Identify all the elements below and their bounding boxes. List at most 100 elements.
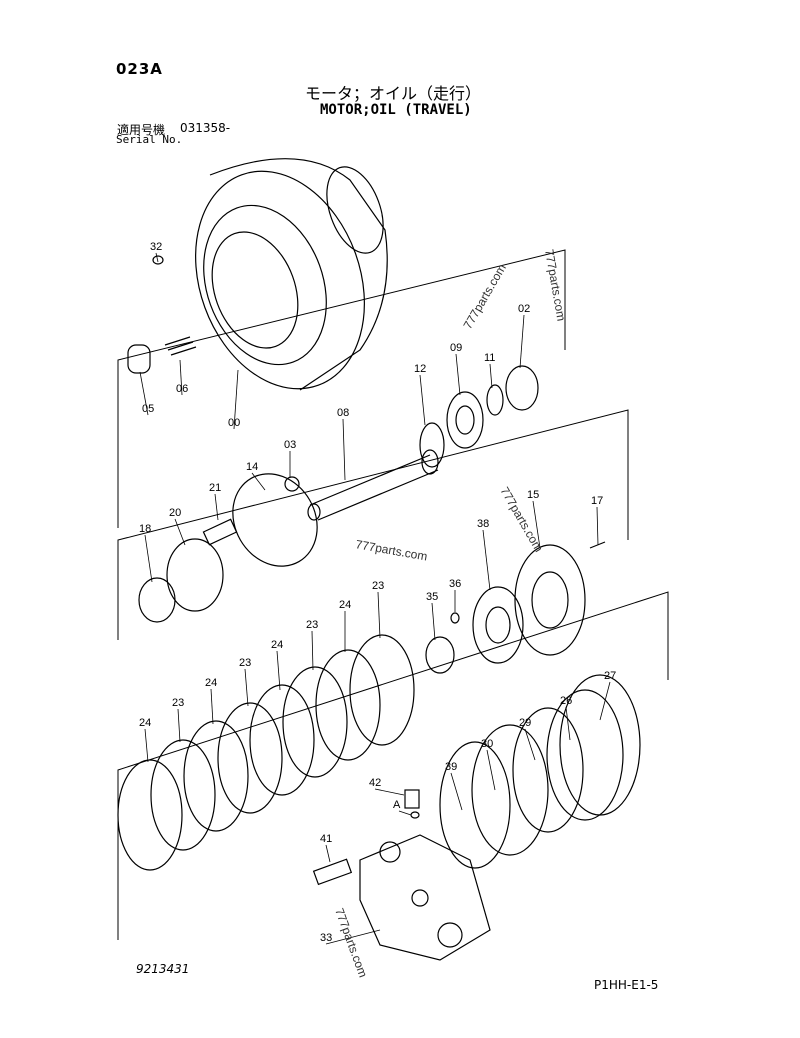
separator-plate xyxy=(349,634,415,746)
callout-23: 23 xyxy=(239,657,251,669)
bolt-41 xyxy=(312,858,353,886)
ring-39 xyxy=(439,741,511,869)
leader-line xyxy=(276,650,281,691)
friction-plate xyxy=(183,720,249,832)
callout-21: 21 xyxy=(209,482,221,494)
leader-line xyxy=(144,534,153,583)
seal-02 xyxy=(505,365,539,411)
separator-plate xyxy=(282,666,348,778)
leader-line xyxy=(233,369,239,430)
leader-line xyxy=(374,788,405,796)
watermark: 777parts.com xyxy=(354,537,428,563)
callout-30: 30 xyxy=(481,738,493,750)
callout-39: 39 xyxy=(445,761,457,773)
leader-line xyxy=(486,749,496,791)
leader-line xyxy=(139,371,149,416)
watermark: 777parts.com xyxy=(460,262,508,332)
shaft-08 xyxy=(309,454,439,521)
leader-line xyxy=(214,493,219,521)
leader-line xyxy=(519,314,525,369)
ring-12 xyxy=(419,422,445,468)
bearing-35 xyxy=(425,636,455,674)
leader-line xyxy=(599,681,611,721)
leader-line xyxy=(177,708,181,743)
leader-lines xyxy=(139,252,611,945)
callout-24: 24 xyxy=(271,639,283,651)
callout-24: 24 xyxy=(205,677,217,689)
callout-29: 29 xyxy=(519,717,531,729)
part-32 xyxy=(152,255,164,265)
bearing-38 xyxy=(472,586,524,664)
callout-08: 08 xyxy=(337,407,349,419)
plate-20 xyxy=(166,538,224,612)
plate-30 xyxy=(471,724,549,856)
callout-05: 05 xyxy=(142,403,154,415)
callout-24: 24 xyxy=(139,717,151,729)
leader-line xyxy=(342,418,346,481)
leader-line xyxy=(532,500,541,549)
drawing-number: 9213431 xyxy=(136,962,190,976)
part-36 xyxy=(450,612,460,624)
spring-06 xyxy=(164,336,197,356)
callout-03: 03 xyxy=(284,439,296,451)
leader-line xyxy=(524,728,536,761)
callout-09: 09 xyxy=(450,342,462,354)
callout-15: 15 xyxy=(527,489,539,501)
valve-cover-33 xyxy=(359,834,491,961)
title-english: MOTOR;OIL (TRAVEL) xyxy=(320,102,472,118)
ring-11 xyxy=(486,384,504,416)
friction-plate xyxy=(249,684,315,796)
motor-housing-part xyxy=(195,158,388,391)
separator-plate xyxy=(217,702,283,814)
leader-line xyxy=(144,728,149,763)
part-17 xyxy=(589,541,606,549)
serial-label-en: Serial No. xyxy=(116,133,183,146)
callout-24: 24 xyxy=(339,599,351,611)
callout-33: 33 xyxy=(320,932,332,944)
leader-line xyxy=(489,363,493,389)
watermark: 777parts.com xyxy=(542,248,568,322)
callout-12: 12 xyxy=(414,363,426,375)
plug-42 xyxy=(404,789,420,809)
page-code: 023A xyxy=(116,60,163,78)
leader-line xyxy=(455,353,461,396)
friction-plate xyxy=(117,759,183,871)
serial-number: 031358- xyxy=(180,121,231,135)
group-boundaries xyxy=(117,249,669,940)
cylinder-15 xyxy=(514,544,586,656)
leader-line xyxy=(450,772,463,811)
leader-line xyxy=(325,929,381,945)
callout-38: 38 xyxy=(477,518,489,530)
leader-line xyxy=(174,518,186,546)
leader-line xyxy=(325,844,331,863)
friction-plates xyxy=(117,634,415,871)
friction-plate xyxy=(315,649,381,761)
leader-line xyxy=(596,506,599,546)
leader-line xyxy=(311,630,314,671)
leader-line xyxy=(210,688,214,725)
bearing-09 xyxy=(446,391,484,449)
leader-line xyxy=(155,252,159,263)
callout-00: 00 xyxy=(228,417,240,429)
title-japanese: モータ；オイル（走行） xyxy=(305,84,482,103)
callout-06: 06 xyxy=(176,383,188,395)
callout-18: 18 xyxy=(139,523,151,535)
leader-line xyxy=(179,359,183,396)
page-reference: P1HH-E1-5 xyxy=(594,978,659,992)
callout-23: 23 xyxy=(372,580,384,592)
part-05 xyxy=(127,344,151,374)
leader-line xyxy=(565,706,571,741)
callout-35: 35 xyxy=(426,591,438,603)
piston-26 xyxy=(546,689,624,821)
callout-23: 23 xyxy=(306,619,318,631)
callout-17: 17 xyxy=(591,495,603,507)
callout-11: 11 xyxy=(484,352,495,364)
callout-20: 20 xyxy=(169,507,181,519)
leader-line xyxy=(377,591,381,639)
leader-line xyxy=(244,668,249,707)
leader-line xyxy=(251,472,266,491)
callout-27: 27 xyxy=(604,670,616,682)
callout-42: 42 xyxy=(369,777,381,789)
part-18 xyxy=(138,577,176,623)
